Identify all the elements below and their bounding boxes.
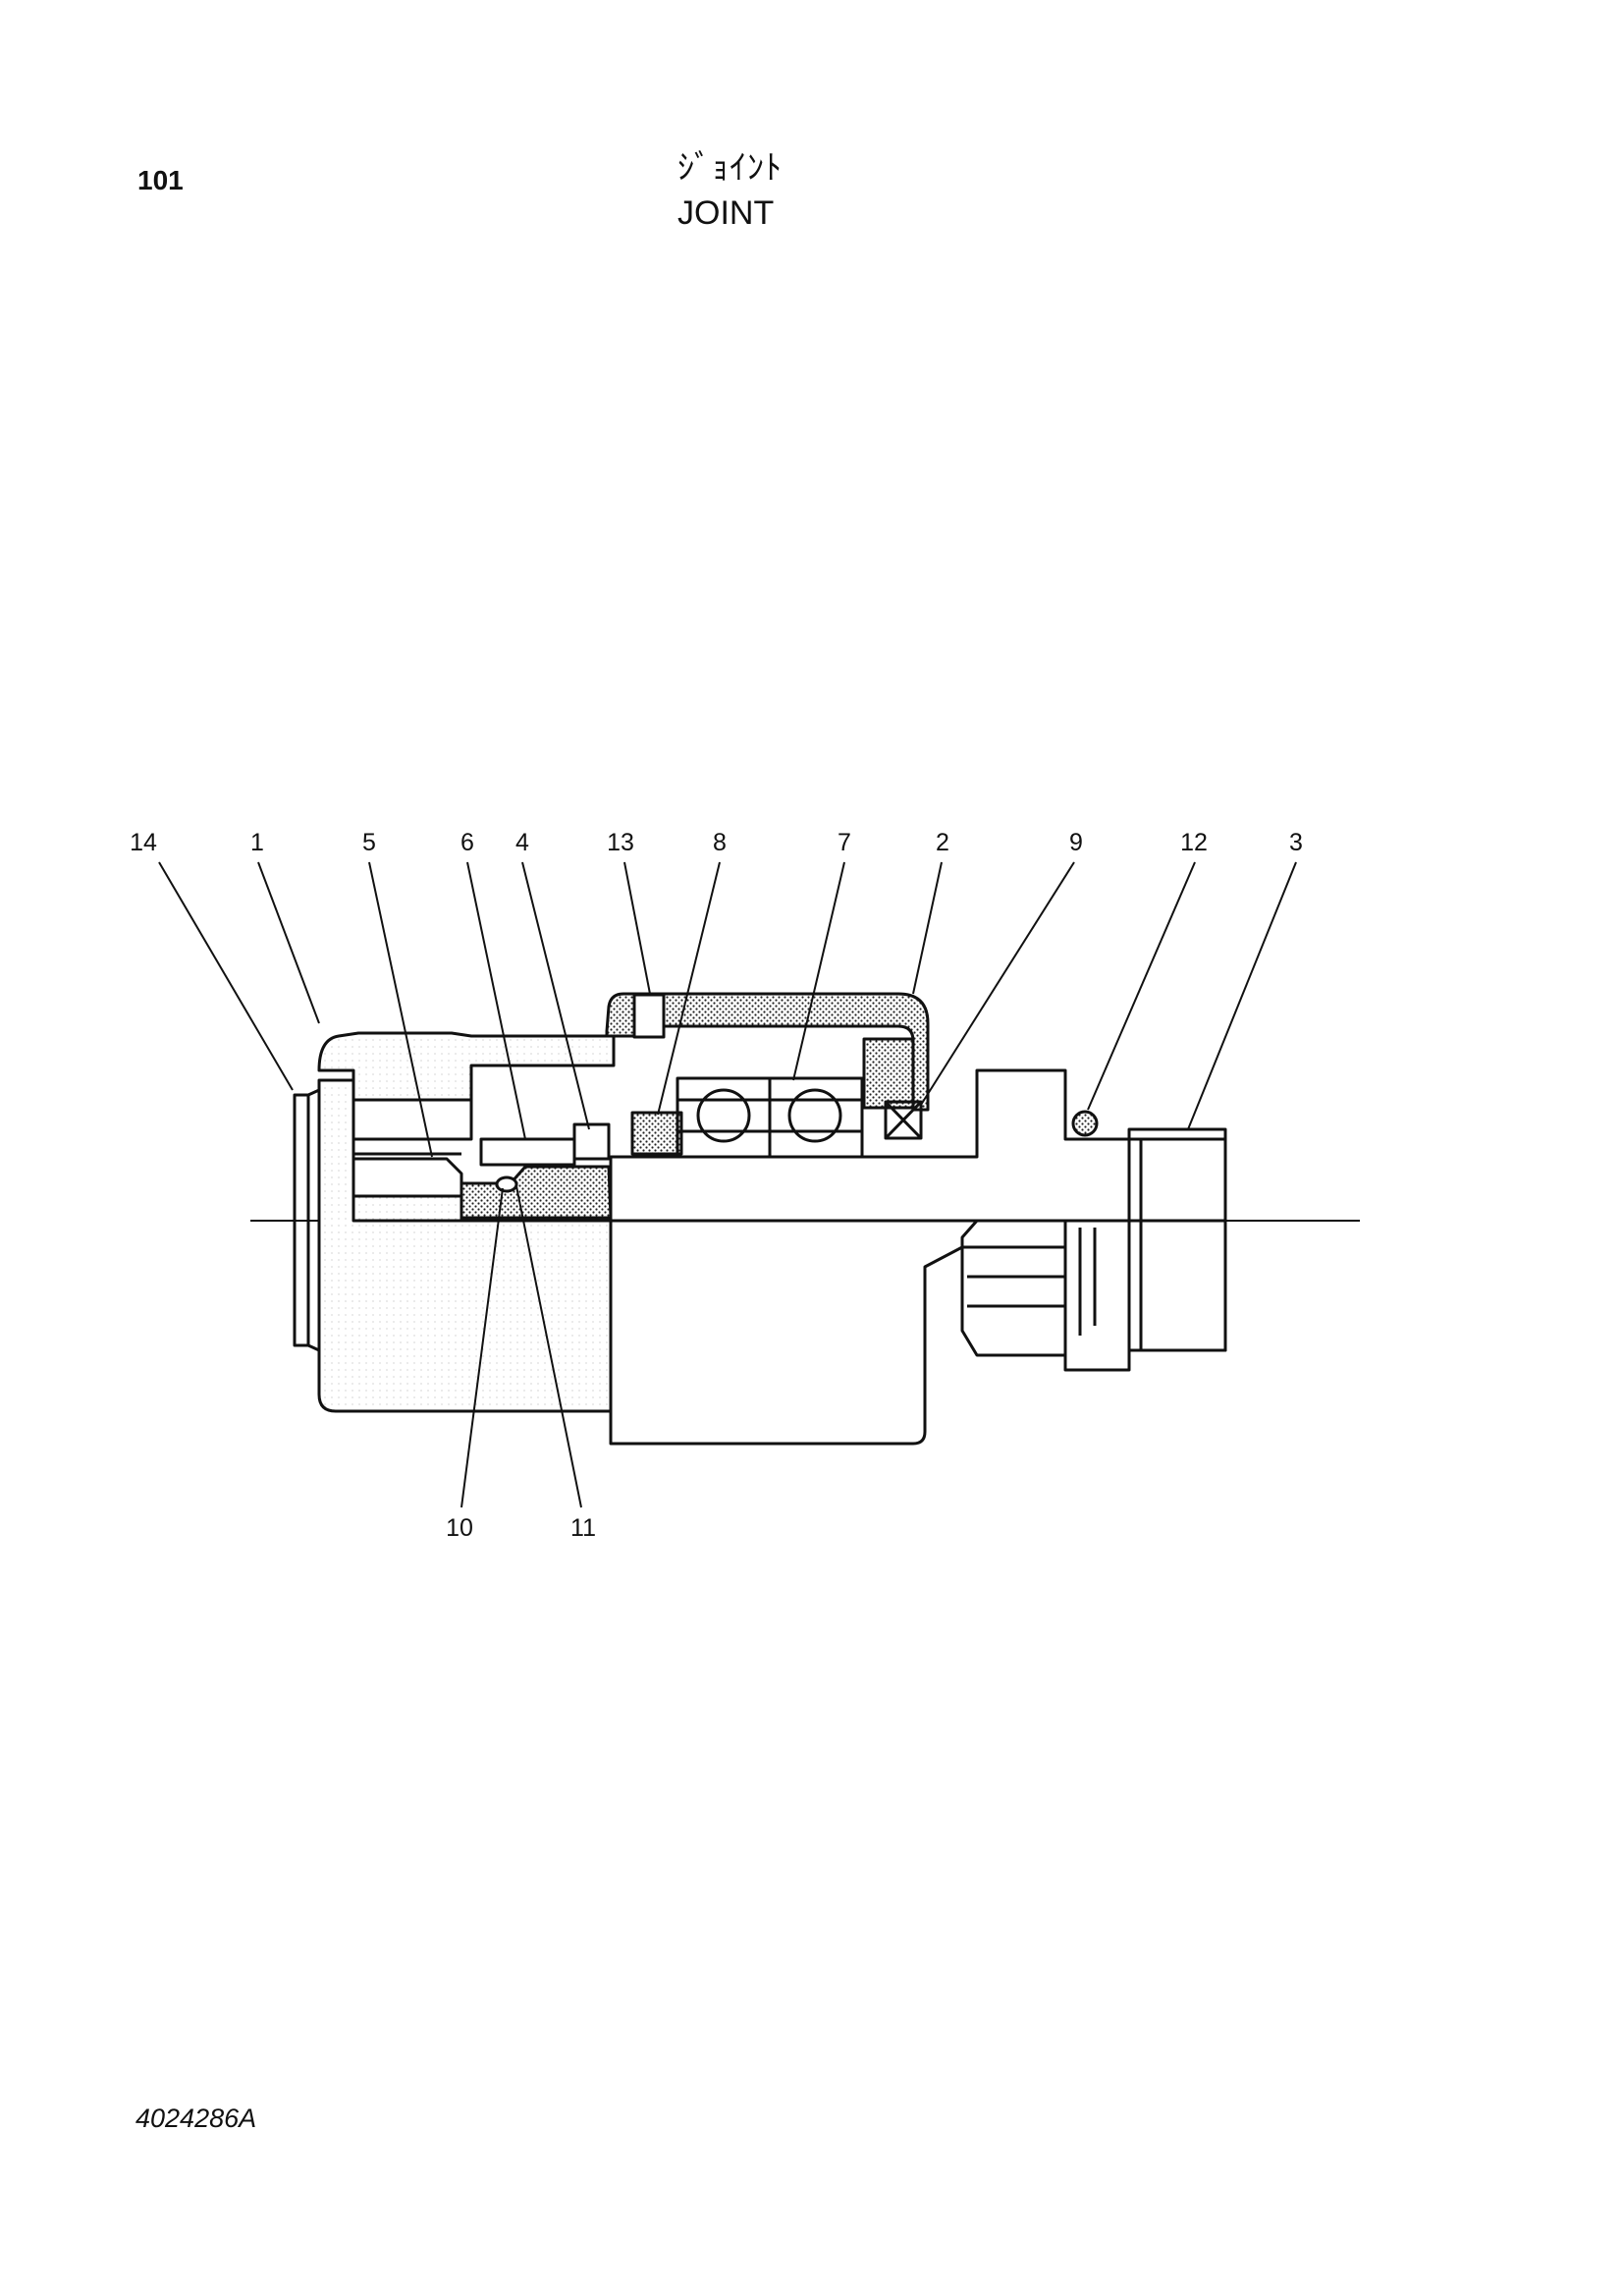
leader-2 <box>912 861 943 995</box>
part-2-outer-housing <box>605 992 930 1112</box>
callout-6: 6 <box>460 829 474 856</box>
port-bore <box>352 1066 473 1141</box>
leader-1 <box>257 861 320 1024</box>
seal-ring-area <box>460 1165 613 1220</box>
bearing-ball-right <box>787 1088 842 1143</box>
leader-5 <box>368 861 433 1158</box>
part-2-housing-right <box>862 1037 915 1110</box>
callout-13: 13 <box>607 829 634 856</box>
part-13-plug <box>632 993 666 1039</box>
leader-8 <box>657 861 721 1116</box>
bearing-ball-left <box>696 1088 751 1143</box>
leader-14 <box>158 861 294 1091</box>
callout-5: 5 <box>362 829 376 856</box>
leader-7 <box>792 861 845 1081</box>
title-block: ｼﾞｮｲﾝﾄ JOINT <box>677 145 783 236</box>
callout-10: 10 <box>446 1514 473 1542</box>
part-1-body-upper <box>317 1031 616 1102</box>
leader-13 <box>623 861 651 995</box>
part-3-shaft-lower <box>609 1221 1227 1446</box>
callout-14: 14 <box>130 829 157 856</box>
hex-nut <box>960 1219 1067 1357</box>
callout-1: 1 <box>250 829 264 856</box>
part-6-plate <box>479 1137 576 1167</box>
leader-11 <box>515 1185 582 1508</box>
leader-10 <box>460 1187 504 1508</box>
callout-3: 3 <box>1289 829 1303 856</box>
leader-6 <box>466 861 526 1140</box>
part-10-o-ring <box>495 1175 518 1193</box>
part-14-ring <box>293 1093 310 1347</box>
title-english: JOINT <box>677 194 775 232</box>
page-number: 101 <box>137 165 184 195</box>
leader-3 <box>1187 861 1297 1130</box>
callout-4: 4 <box>515 829 529 856</box>
part-4-seat <box>572 1122 611 1161</box>
leader-4 <box>521 861 590 1130</box>
leader-9 <box>920 861 1075 1106</box>
callout-7: 7 <box>838 829 851 856</box>
threaded-end <box>1127 1137 1227 1352</box>
title-japanese: ｼﾞｮｲﾝﾄ <box>677 148 783 188</box>
callout-8: 8 <box>713 829 727 856</box>
part-9-seal <box>884 1100 923 1140</box>
part-1-body <box>317 1078 613 1413</box>
drawing-number: 4024286A <box>135 2104 257 2133</box>
callout-9: 9 <box>1069 829 1083 856</box>
part-8-retainer <box>630 1111 683 1156</box>
callout-12: 12 <box>1180 829 1208 856</box>
leader-12 <box>1087 861 1196 1111</box>
callout-11: 11 <box>570 1514 596 1542</box>
callout-2: 2 <box>936 829 949 856</box>
part-12-o-ring <box>1071 1110 1099 1137</box>
